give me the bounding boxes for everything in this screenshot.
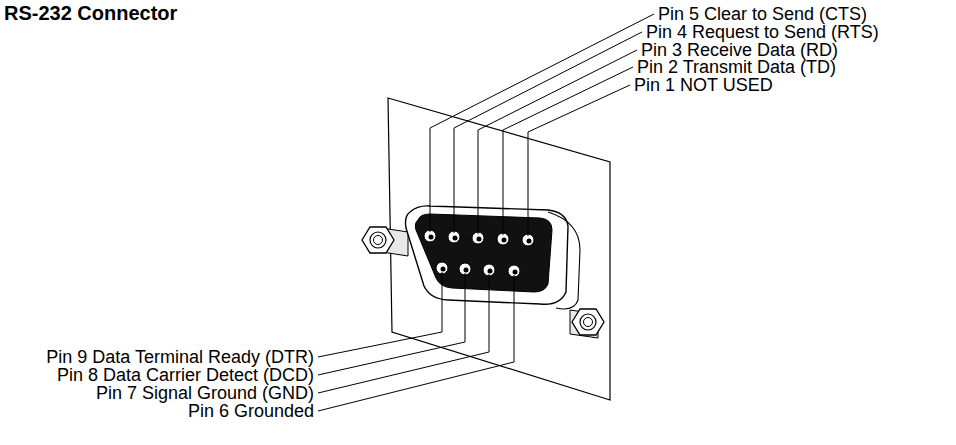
pin-label: Pin 4 Request to Send (RTS) — [646, 23, 879, 41]
leader-lines — [318, 14, 654, 411]
hex-standoff — [362, 227, 408, 256]
connector-pins — [424, 230, 534, 277]
pin-label: Pin 1 NOT USED — [634, 76, 773, 94]
hex-standoff — [570, 309, 604, 338]
mounting-plate — [388, 98, 610, 400]
pin-holes — [429, 235, 532, 275]
pin-label: Pin 3 Receive Data (RD) — [641, 41, 838, 59]
pin-label: Pin 7 Signal Ground (GND) — [96, 384, 314, 402]
pin-label: Pin 8 Data Carrier Detect (DCD) — [57, 366, 314, 384]
pin-label: Pin 5 Clear to Send (CTS) — [658, 5, 867, 23]
diagram-title: RS-232 Connector — [4, 2, 177, 24]
pin-label: Pin 2 Transmit Data (TD) — [637, 58, 836, 76]
pin-label: Pin 6 Grounded — [188, 402, 314, 420]
d-sub-shell — [406, 206, 581, 309]
pin-label: Pin 9 Data Terminal Ready (DTR) — [46, 348, 314, 366]
